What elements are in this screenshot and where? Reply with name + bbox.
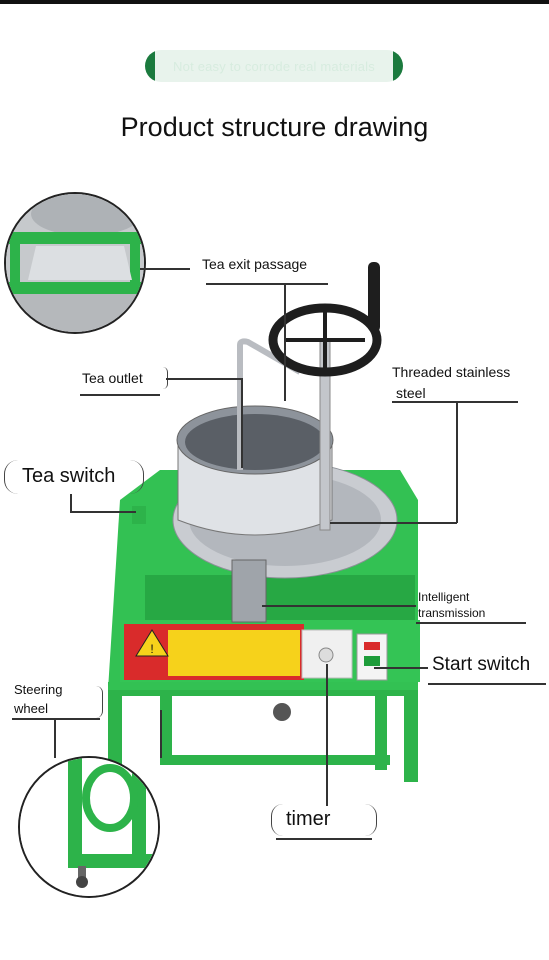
tea-switch-leader-b bbox=[70, 511, 136, 513]
label-tea-exit-passage: Tea exit passage bbox=[202, 256, 308, 272]
label-steering-1: Steering bbox=[14, 682, 63, 697]
tea-outlet-leader-a bbox=[166, 378, 242, 380]
start-switch-leader bbox=[374, 667, 428, 669]
threaded-leader-a bbox=[456, 401, 458, 523]
timer-underline bbox=[276, 838, 372, 840]
steering-leader-b bbox=[160, 710, 162, 758]
hand-wheel bbox=[268, 303, 382, 377]
tea-outlet-leader-b bbox=[241, 378, 243, 468]
tea-exit-leader-b bbox=[284, 283, 286, 401]
page-title: Product structure drawing bbox=[120, 112, 429, 142]
label-steering-2: wheel bbox=[14, 701, 48, 716]
svg-text:!: ! bbox=[150, 642, 153, 656]
steering-leader-a bbox=[54, 718, 56, 758]
label-timer: timer bbox=[286, 808, 331, 830]
zoom-circle-steering-wheel bbox=[18, 756, 160, 898]
label-intelligent-1: Intelligent bbox=[418, 590, 470, 604]
threaded-leader-b bbox=[330, 522, 457, 524]
label-intelligent-2: transmission bbox=[418, 606, 486, 620]
intelligent-underline bbox=[416, 622, 526, 624]
label-threaded-stainless-1: Threaded stainless bbox=[392, 364, 511, 380]
timer-leader bbox=[326, 664, 328, 806]
tea-exit-leader-a bbox=[140, 268, 190, 270]
banner-pill: Not easy to corrode real materials bbox=[145, 50, 403, 82]
label-tea-outlet: Tea outlet bbox=[82, 370, 143, 386]
tea-switch-box bbox=[4, 460, 144, 494]
tea-exit-underline bbox=[206, 283, 328, 285]
transmission bbox=[231, 559, 267, 623]
zoom-circle-exit-passage bbox=[4, 192, 146, 334]
intelligent-leader bbox=[262, 605, 416, 607]
steering-underline bbox=[12, 718, 100, 720]
threaded-underline bbox=[392, 401, 518, 403]
banner-text: Not easy to corrode real materials bbox=[173, 58, 375, 74]
label-start-switch: Start switch bbox=[432, 654, 531, 675]
timer-box bbox=[271, 804, 377, 836]
label-tea-switch: Tea switch bbox=[22, 465, 116, 487]
tea-outlet-pipe bbox=[237, 338, 302, 470]
tea-switch-lever bbox=[132, 506, 146, 524]
top-bar bbox=[0, 0, 549, 4]
tea-switch-leader-a bbox=[70, 494, 72, 512]
steering-bracket bbox=[96, 686, 103, 718]
start-switch-underline bbox=[428, 683, 546, 685]
tea-outlet-underline bbox=[80, 394, 160, 396]
label-threaded-stainless-2: steel bbox=[396, 385, 426, 401]
